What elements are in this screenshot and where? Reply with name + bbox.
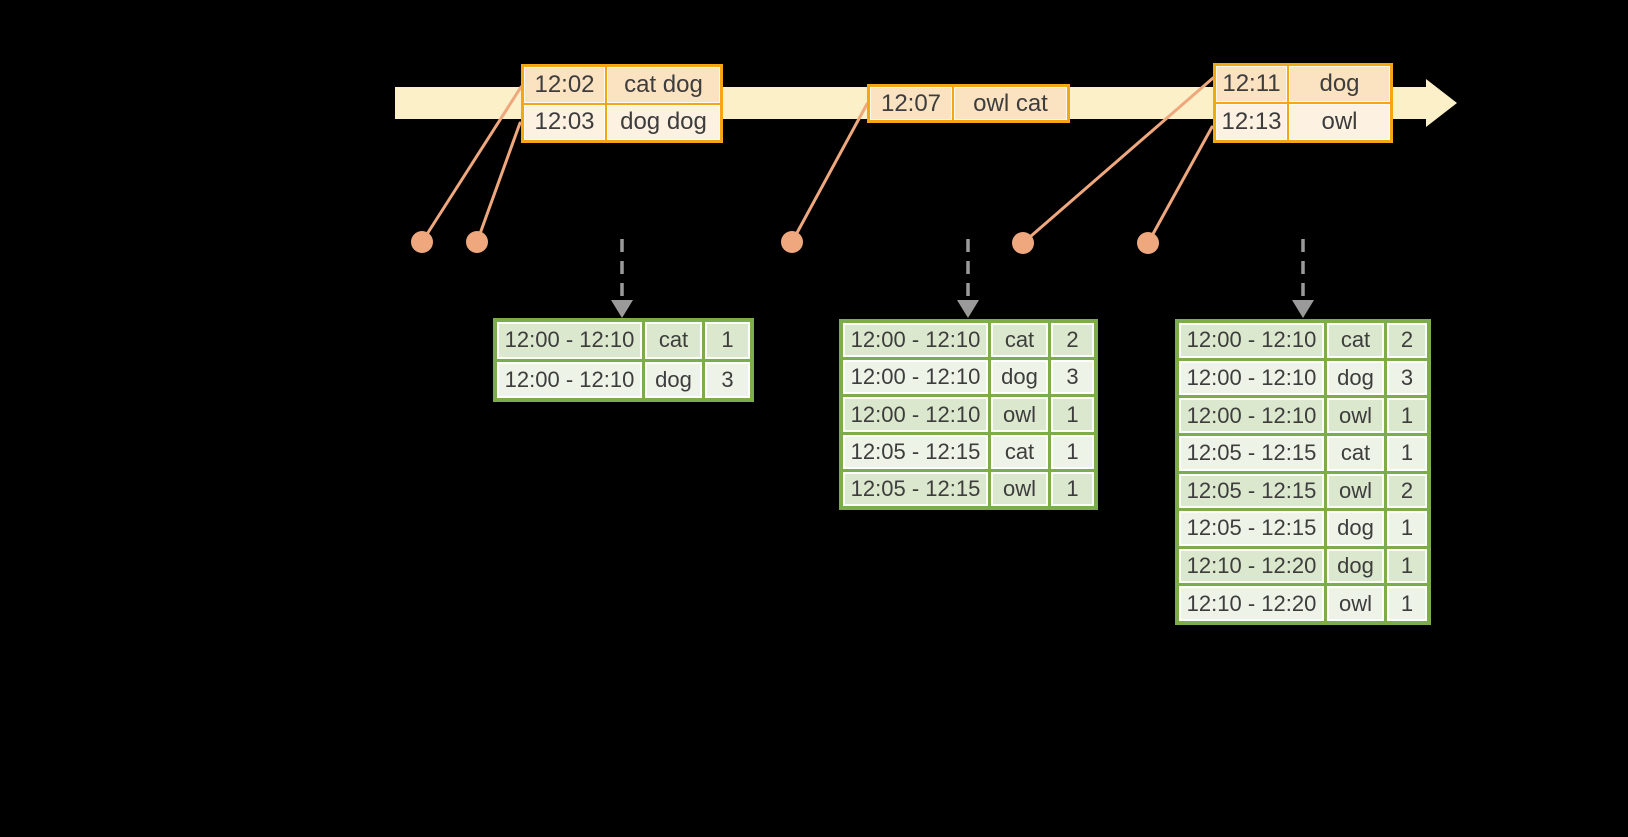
word-cell: cat: [991, 323, 1048, 358]
timeline-arrowhead-icon: [1426, 79, 1457, 127]
result-row: 12:00 - 12:10 dog 3: [497, 361, 750, 398]
window-cell: 12:00 - 12:10: [843, 397, 988, 432]
count-cell: 1: [1387, 548, 1427, 584]
event-table-1: 12:02 cat dog 12:03 dog dog: [521, 64, 723, 143]
count-cell: 2: [1387, 473, 1427, 509]
event-time-cell: 12:03: [524, 104, 605, 140]
count-cell: 2: [1387, 323, 1427, 358]
count-cell: 1: [1051, 397, 1094, 432]
event-time-cell: 12:07: [870, 87, 952, 120]
word-cell: cat: [645, 322, 702, 359]
count-cell: 3: [1387, 360, 1427, 396]
result-row: 12:00 - 12:10 dog 3: [843, 360, 1094, 395]
result-table-1: 12:00 - 12:10 cat 1 12:00 - 12:10 dog 3: [493, 318, 754, 402]
result-row: 12:10 - 12:20 owl 1: [1179, 586, 1427, 621]
window-cell: 12:00 - 12:10: [1179, 398, 1324, 433]
result-row: 12:05 - 12:15 owl 1: [843, 471, 1094, 507]
count-cell: 1: [1387, 398, 1427, 433]
word-cell: owl: [1327, 473, 1384, 509]
window-cell: 12:05 - 12:15: [843, 434, 988, 469]
word-cell: owl: [1327, 586, 1384, 621]
result-row: 12:00 - 12:10 cat 1: [497, 322, 750, 359]
window-cell: 12:00 - 12:10: [497, 361, 642, 398]
word-cell: dog: [1327, 360, 1384, 396]
count-cell: 1: [1051, 434, 1094, 469]
event-time-cell: 12:13: [1216, 104, 1287, 140]
event-dot-icon: [781, 231, 803, 253]
event-connector-line: [1146, 125, 1214, 245]
trigger-arrow-icon: [1292, 239, 1314, 318]
event-dot-icon: [466, 231, 488, 253]
event-row: 12:03 dog dog: [524, 104, 720, 140]
window-cell: 12:00 - 12:10: [843, 323, 988, 358]
count-cell: 1: [1051, 471, 1094, 507]
window-cell: 12:00 - 12:10: [497, 322, 642, 359]
event-row: 12:02 cat dog: [524, 67, 720, 103]
count-cell: 3: [705, 361, 750, 398]
result-row: 12:05 - 12:15 owl 2: [1179, 473, 1427, 509]
count-cell: 1: [1387, 586, 1427, 621]
event-table-2: 12:07 owl cat: [867, 84, 1070, 123]
window-cell: 12:10 - 12:20: [1179, 548, 1324, 584]
window-cell: 12:05 - 12:15: [843, 471, 988, 507]
window-cell: 12:05 - 12:15: [1179, 473, 1324, 509]
result-row: 12:05 - 12:15 cat 1: [843, 434, 1094, 469]
word-cell: dog: [1327, 548, 1384, 584]
result-row: 12:05 - 12:15 dog 1: [1179, 511, 1427, 546]
word-cell: dog: [645, 361, 702, 398]
result-row: 12:00 - 12:10 owl 1: [843, 397, 1094, 432]
word-cell: cat: [1327, 323, 1384, 358]
result-row: 12:05 - 12:15 cat 1: [1179, 435, 1427, 471]
word-cell: owl: [991, 471, 1048, 507]
result-row: 12:00 - 12:10 cat 2: [1179, 323, 1427, 358]
window-cell: 12:05 - 12:15: [1179, 511, 1324, 546]
event-connector-line: [790, 102, 869, 244]
window-cell: 12:00 - 12:10: [1179, 323, 1324, 358]
event-connector-line: [475, 121, 522, 244]
trigger-arrow-icon: [957, 239, 979, 318]
result-row: 12:00 - 12:10 owl 1: [1179, 398, 1427, 433]
trigger-arrow-icon: [611, 239, 633, 318]
count-cell: 1: [705, 322, 750, 359]
word-cell: owl: [1327, 398, 1384, 433]
event-row: 12:11 dog: [1216, 66, 1390, 102]
event-row: 12:07 owl cat: [870, 87, 1067, 120]
window-cell: 12:05 - 12:15: [1179, 435, 1324, 471]
result-row: 12:10 - 12:20 dog 1: [1179, 548, 1427, 584]
window-cell: 12:00 - 12:10: [1179, 360, 1324, 396]
count-cell: 2: [1051, 323, 1094, 358]
count-cell: 1: [1387, 511, 1427, 546]
event-words-cell: dog: [1289, 66, 1390, 102]
word-cell: dog: [991, 360, 1048, 395]
event-row: 12:13 owl: [1216, 104, 1390, 140]
result-row: 12:00 - 12:10 cat 2: [843, 323, 1094, 358]
word-cell: owl: [991, 397, 1048, 432]
event-words-cell: cat dog: [607, 67, 720, 103]
result-table-3: 12:00 - 12:10 cat 2 12:00 - 12:10 dog 3 …: [1175, 319, 1431, 625]
result-table-2: 12:00 - 12:10 cat 2 12:00 - 12:10 dog 3 …: [839, 319, 1098, 510]
word-cell: dog: [1327, 511, 1384, 546]
event-words-cell: owl: [1289, 104, 1390, 140]
event-time-cell: 12:11: [1216, 66, 1287, 102]
count-cell: 3: [1051, 360, 1094, 395]
word-cell: cat: [1327, 435, 1384, 471]
event-words-cell: owl cat: [954, 87, 1067, 120]
event-time-cell: 12:02: [524, 67, 605, 103]
window-cell: 12:00 - 12:10: [843, 360, 988, 395]
word-cell: cat: [991, 434, 1048, 469]
count-cell: 1: [1387, 435, 1427, 471]
result-row: 12:00 - 12:10 dog 3: [1179, 360, 1427, 396]
event-dot-icon: [1137, 232, 1159, 254]
window-cell: 12:10 - 12:20: [1179, 586, 1324, 621]
event-words-cell: dog dog: [607, 104, 720, 140]
event-dot-icon: [1012, 232, 1034, 254]
event-dot-icon: [411, 231, 433, 253]
event-table-3: 12:11 dog 12:13 owl: [1213, 63, 1393, 143]
